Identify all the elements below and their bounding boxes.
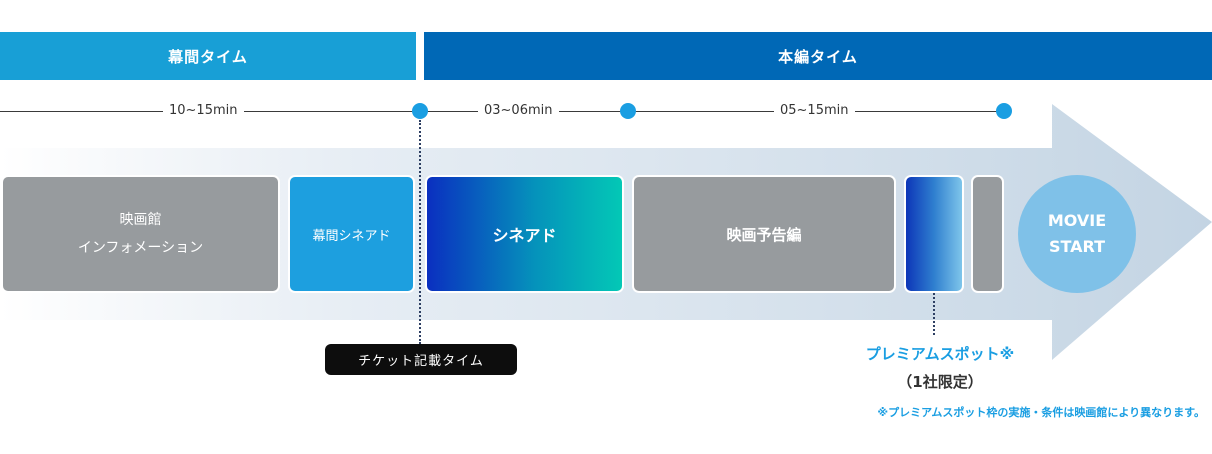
timeline-dot-2: [620, 103, 636, 119]
movie-start-circle: MOVIE START: [1018, 175, 1136, 293]
timeline-label-trailers: 05~15min: [774, 102, 855, 120]
premium-spot-subtitle: （1社限定）: [897, 373, 983, 391]
timeline-label-intermission: 10~15min: [163, 102, 244, 120]
main-time-header: 本編タイム: [424, 32, 1212, 80]
theater-info-segment: 映画館 インフォメーション: [1, 175, 280, 293]
movie-start-line2: START: [1048, 237, 1106, 256]
premium-spot-title: プレミアムスポット※: [865, 345, 1015, 363]
theater-info-line1: 映画館: [119, 212, 162, 228]
intermission-cinead-segment: 幕間シネアド: [288, 175, 415, 293]
ticket-time-badge: チケット記載タイム: [325, 344, 517, 375]
pre-movie-segment: [971, 175, 1004, 293]
trailer-segment: 映画予告編: [632, 175, 896, 293]
intermission-time-header: 幕間タイム: [0, 32, 416, 80]
premium-spot-segment: [904, 175, 964, 293]
ticket-time-connector: [419, 120, 421, 344]
timeline-label-cinead: 03~06min: [478, 102, 559, 120]
premium-spot-connector: [933, 293, 935, 335]
premium-spot-label: プレミアムスポット※ （1社限定）: [840, 340, 1040, 396]
timeline-dot-1: [412, 103, 428, 119]
premium-spot-note: ※プレミアムスポット枠の実施・条件は映画館により異なります。: [877, 406, 1205, 419]
theater-info-line2: インフォメーション: [77, 240, 204, 256]
cinead-segment: シネアド: [425, 175, 624, 293]
movie-start-line1: MOVIE: [1047, 211, 1107, 230]
timeline-dot-3: [996, 103, 1012, 119]
